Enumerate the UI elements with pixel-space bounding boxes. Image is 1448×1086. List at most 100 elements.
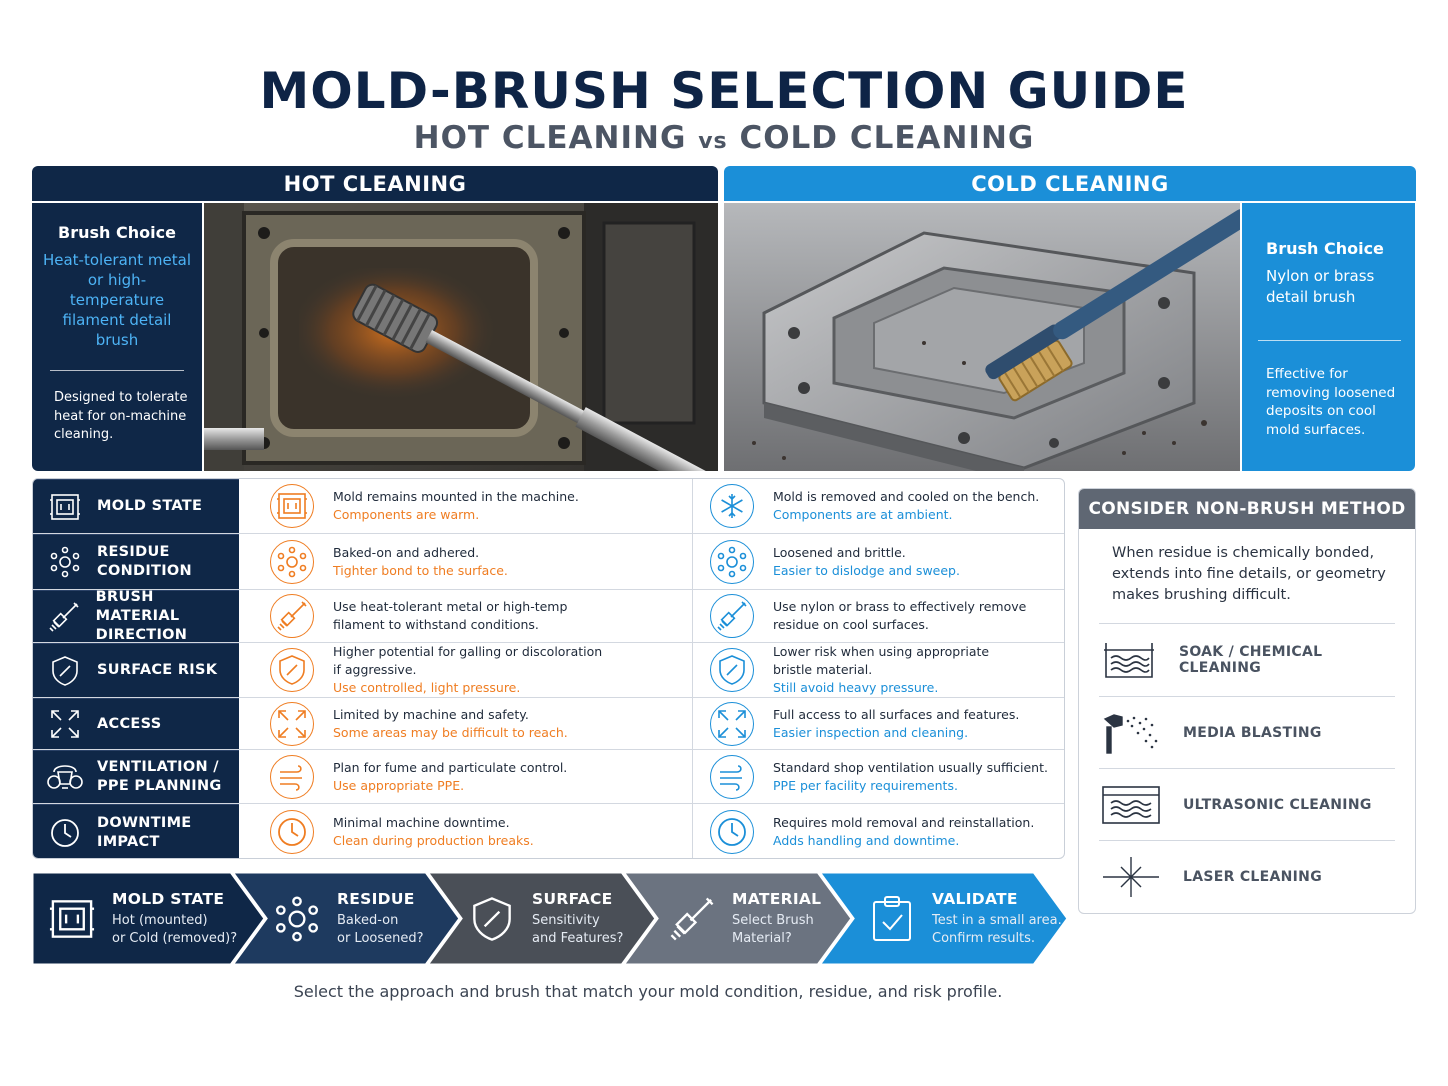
hot-section-header: HOT CLEANING [32,166,718,201]
cold-highlight: Easier inspection and cleaning. [773,724,969,740]
row-label-icon [39,535,91,589]
divider [50,370,184,371]
comparison-table: MOLD STATE Mold remains mounted in the m… [32,478,1065,859]
row-label-icon [39,699,91,749]
blast-nozzle-icon [1103,713,1158,754]
expand-arrows-icon [718,709,746,738]
row-label: SURFACE RISK [33,643,239,697]
process-step-line: or Cold (removed)? [112,930,238,946]
shield-icon [473,896,511,941]
hot-cell-icon-badge [270,701,314,746]
hot-cell-text: Minimal machine downtime.Clean during pr… [333,814,534,850]
cold-description: bristle material. [773,662,873,677]
non-brush-item: LASER CLEANING [1099,840,1395,912]
cold-description: Full access to all surfaces and features… [773,706,1020,722]
particles-icon [50,546,80,578]
cold-brush-title: Brush Choice [1266,239,1384,258]
hot-highlight: Tighter bond to the surface. [333,562,508,578]
particles-icon [275,896,319,941]
hot-highlight: Components are warm. [333,507,480,522]
non-brush-item: SOAK / CHEMICAL CLEANING [1099,623,1395,695]
non-brush-item-icon [1099,785,1163,825]
row-label-icon [39,805,91,858]
process-step-line: Select Brush [732,912,814,928]
hot-cell-text: Plan for fume and particulate control. Us… [333,759,567,795]
cold-cell-text: Mold is removed and cooled on the bench.… [773,488,1039,524]
process-step-line: Test in a small area. [932,912,1062,928]
expand-arrows-icon [51,710,79,738]
hot-cell: Plan for fume and particulate control. Us… [239,750,693,803]
row-label-line: DOWNTIME [97,814,192,831]
hot-description: Mold remains mounted in the machine. [333,489,579,504]
hot-description: Use heat-tolerant metal or high-temp [333,599,568,614]
process-step-title: RESIDUE [337,889,415,908]
brush-icon [277,601,307,631]
subtitle-hot: HOT CLEANING [413,120,687,156]
table-row: VENTILATION /PPE PLANNING Plan for fume … [33,749,1064,803]
hot-cell-icon-badge [270,648,314,692]
cold-cell-icon-badge [710,539,754,584]
hot-cell-icon-badge [270,594,314,638]
subtitle-cold: COLD CLEANING [739,120,1035,156]
cold-description: residue on cool surfaces. [773,617,929,632]
shield-icon [719,655,745,685]
cold-brush-panel: Brush Choice Nylon or brass detail brush… [1242,203,1415,471]
hot-brush-panel: Brush Choice Heat-tolerant metal or high… [32,203,202,471]
clock-icon [51,818,79,847]
particles-icon [277,546,307,577]
process-step-line: and Features? [532,930,624,946]
process-step-shape [621,872,854,965]
process-step-line: Baked-on [337,912,399,928]
ultrasonic-tank-icon [1102,785,1160,824]
hot-cell-icon-badge [270,539,314,584]
cold-cell-text: Requires mold removal and reinstallation… [773,814,1034,850]
page-subtitle: HOT CLEANING vs COLD CLEANING [0,120,1448,156]
airflow-icon [720,764,742,791]
non-brush-panel: CONSIDER NON-BRUSH METHOD When residue i… [1078,488,1416,914]
process-step-icon [462,894,522,944]
non-brush-item-label: MEDIA BLASTING [1183,724,1322,741]
hot-highlight: Use appropriate PPE. [333,777,465,793]
row-label-line: MOLD STATE [97,498,203,514]
non-brush-item: MEDIA BLASTING [1099,696,1395,768]
cold-highlight: Easier to dislodge and sweep. [773,562,960,578]
laser-burst-icon [1103,856,1159,897]
hot-description: Baked-on and adhered. [333,544,480,560]
row-label-line: VENTILATION / [97,759,219,775]
divider [1258,340,1401,341]
hot-cell: Higher potential for galling or discolor… [239,643,693,697]
process-step-title: MATERIAL [732,889,822,908]
process-step-icon [267,894,327,944]
cold-highlight: Adds handling and downtime. [773,833,960,848]
cold-brush-note: Effective for removing loosened deposits… [1266,366,1396,438]
row-label: VENTILATION /PPE PLANNING [33,750,239,803]
hot-cell: Baked-on and adhered. Tighter bond to the… [239,534,693,589]
process-step-title: MOLD STATE [112,889,225,908]
cold-cleaning-photo [724,203,1240,471]
brush-icon [670,897,714,940]
cold-cell-icon-badge [710,648,754,692]
hot-description: Plan for fume and particulate control. [333,759,568,775]
non-brush-item-label: LASER CLEANING [1183,868,1322,885]
clock-icon [278,818,306,846]
hot-description: if aggressive. [333,662,417,677]
hot-cell: Limited by machine and safety.Some areas… [239,698,693,749]
cold-cell-text: Loosened and brittle.Easier to dislodge … [773,544,960,580]
cold-description: Use nylon or brass to effectively remove [773,599,1027,614]
process-step-line: Confirm results. [932,930,1036,946]
clock-icon [718,818,746,846]
expand-arrows-icon [278,709,306,738]
cold-highlight: Still avoid heavy pressure. [773,680,939,695]
